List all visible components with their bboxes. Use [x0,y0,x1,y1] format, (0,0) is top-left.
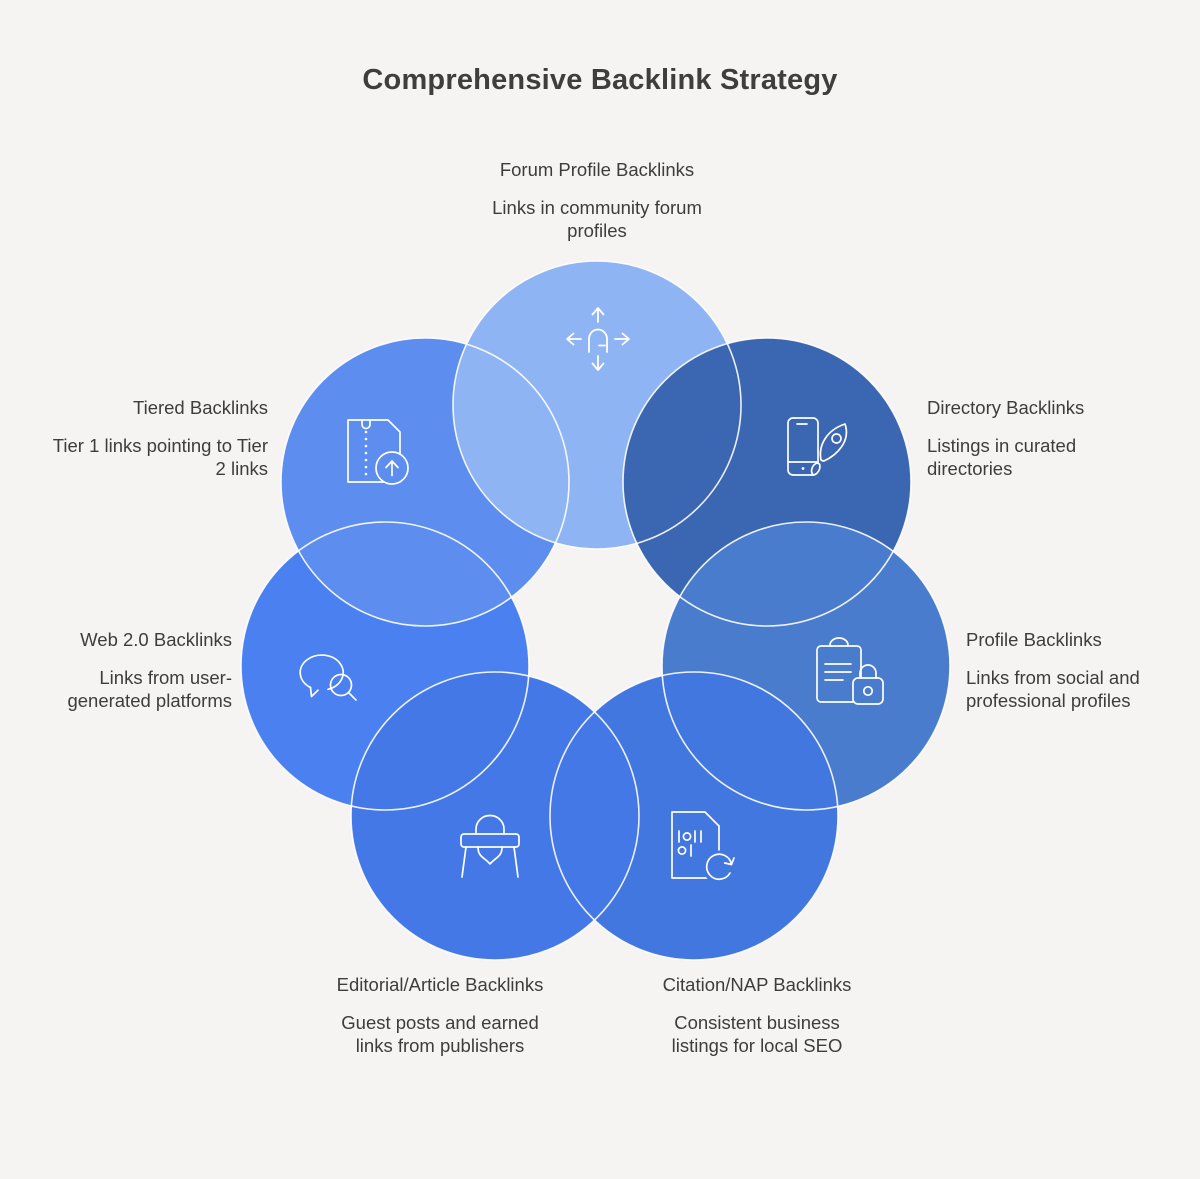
clipboard-lock-icon [816,637,884,705]
segment-description: Listings in curated directories [927,434,1077,480]
label-citation: Citation/NAP Backlinks Consistent busine… [597,973,917,1058]
label-directory: Directory Backlinks Listings in curated … [927,396,1187,481]
circle-citation [550,672,838,960]
segment-title: Web 2.0 Backlinks [80,629,232,650]
move-arrows-icon [566,307,630,371]
segment-title: Forum Profile Backlinks [499,159,695,180]
segment-description: Consistent business listings for local S… [671,1011,843,1057]
label-editorial: Editorial/Article Backlinks Guest posts … [280,973,600,1058]
segment-title: Editorial/Article Backlinks [336,974,544,995]
segment-title: Profile Backlinks [966,629,1102,650]
circle-outlines [240,260,951,961]
label-profile: Profile Backlinks Links from social and … [966,628,1200,713]
label-tiered: Tiered Backlinks Tier 1 links pointing t… [8,396,268,481]
label-web20: Web 2.0 Backlinks Links from user- gener… [12,628,232,713]
segment-description: Tier 1 links pointing to Tier 2 links [52,434,268,480]
zip-upload-icon [347,419,409,485]
binary-doc-refresh-icon [671,811,736,884]
segment-description: Links in community forum profiles [492,196,702,242]
chat-search-icon [299,654,357,701]
page-title: Comprehensive Backlink Strategy [362,64,838,96]
label-forum: Forum Profile Backlinks Links in communi… [397,158,797,243]
segment-description: Links from user- generated platforms [67,666,232,712]
segment-description: Guest posts and earned links from publis… [341,1011,539,1057]
phone-rocket-icon [787,417,848,476]
segment-description: Links from social and professional profi… [966,666,1140,712]
segment-title: Tiered Backlinks [132,397,268,418]
segment-title: Citation/NAP Backlinks [662,974,852,995]
desk-chair-icon [460,814,520,878]
segment-title: Directory Backlinks [927,397,1085,418]
